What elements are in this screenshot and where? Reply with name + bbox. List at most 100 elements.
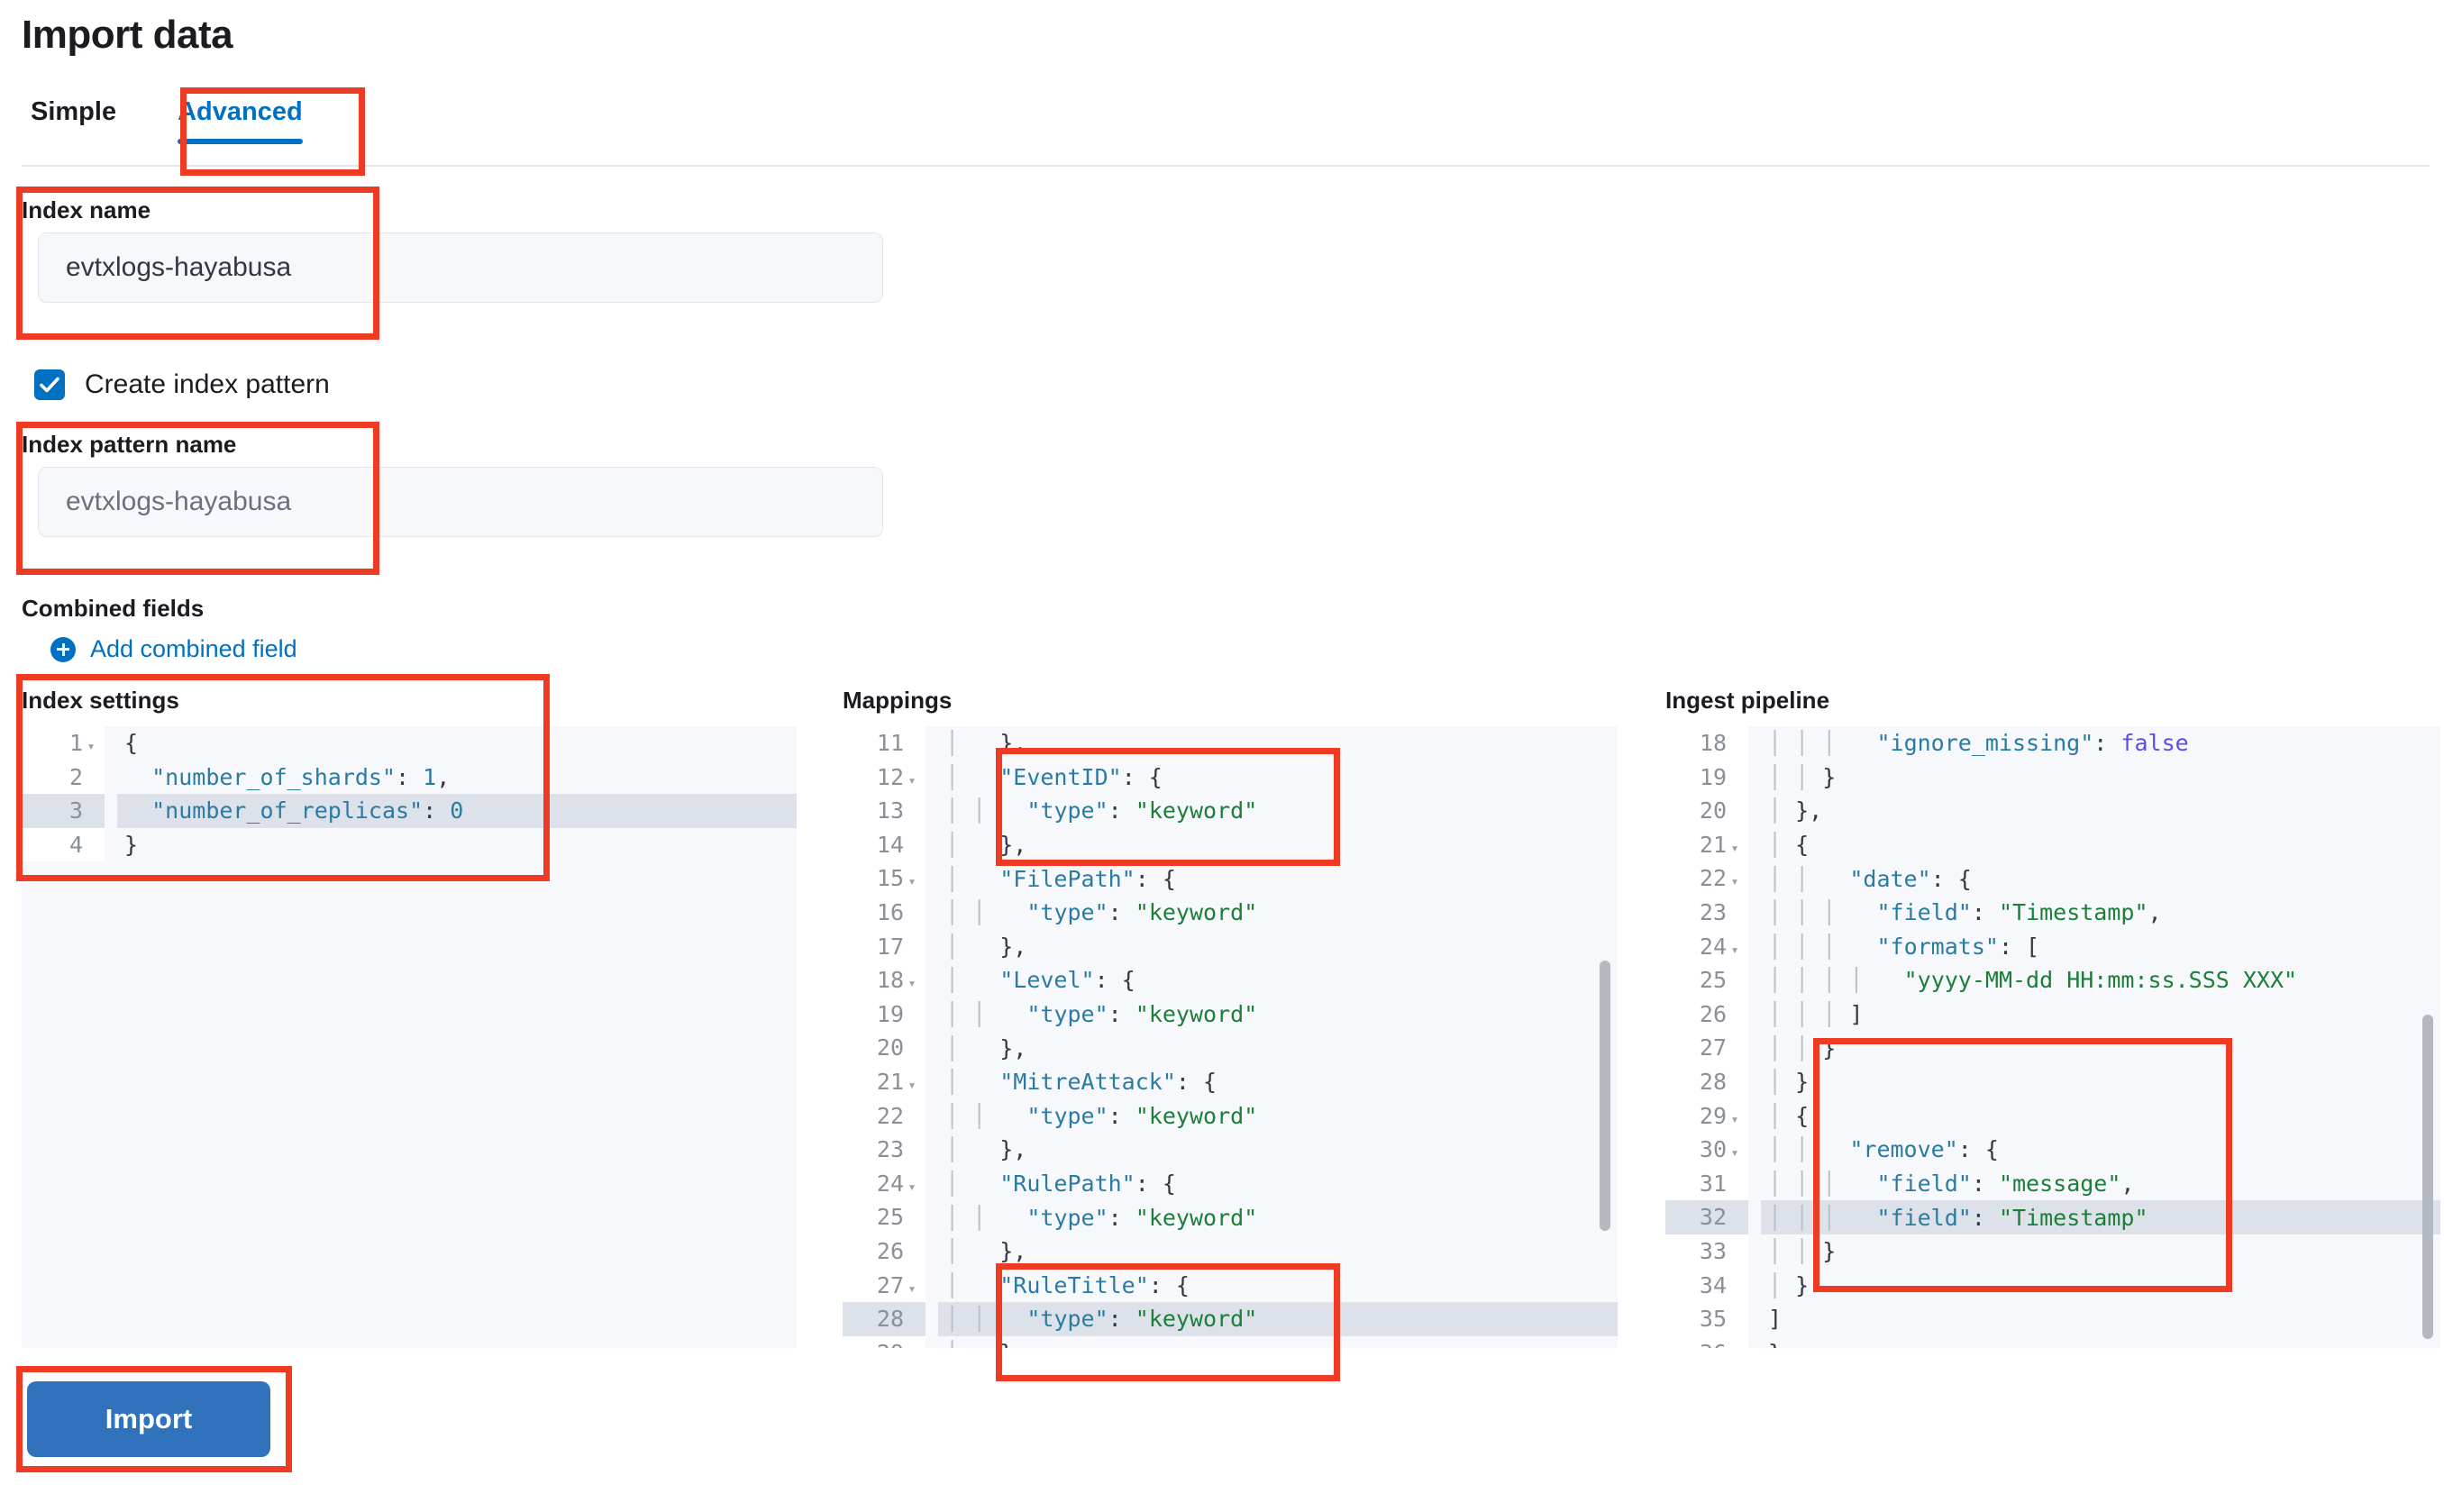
code-text: │ │ "type": "keyword" xyxy=(945,797,1258,824)
fold-toggle-icon[interactable]: ▾ xyxy=(907,1178,916,1195)
fold-toggle-icon[interactable]: ▾ xyxy=(907,1280,916,1297)
gutter-separator xyxy=(1748,1335,1761,1348)
code-line: 29│ }, xyxy=(843,1335,1618,1348)
index-settings-panel: Index settings 1▾{2 "number_of_shards": … xyxy=(22,687,797,1348)
code-text: │ { xyxy=(1768,832,1810,859)
fold-toggle-icon[interactable]: ▾ xyxy=(1730,941,1739,958)
code-line: 20│ }, xyxy=(843,1031,1618,1065)
code-line: 25│ │ │ │ "yyyy-MM-dd HH:mm:ss.SSS XXX" xyxy=(1665,963,2440,997)
index-settings-editor[interactable]: 1▾{2 "number_of_shards": 1,3 "number_of_… xyxy=(22,726,797,1348)
code-text: │ │ "type": "keyword" xyxy=(945,1306,1258,1333)
fold-toggle-icon[interactable]: ▾ xyxy=(1730,1144,1739,1161)
gutter-separator xyxy=(1748,1268,1761,1303)
code-line: 32│ │ │ "field": "Timestamp" xyxy=(1665,1200,2440,1234)
code-text: │ "EventID": { xyxy=(945,763,1163,790)
code-lines: 11│ },12▾│ "EventID": {13│ │ "type": "ke… xyxy=(843,726,1618,1348)
index-pattern-name-input[interactable]: evtxlogs-hayabusa xyxy=(38,467,883,537)
fold-toggle-icon[interactable]: ▾ xyxy=(1730,839,1739,856)
line-number: 33 xyxy=(1665,1234,1748,1269)
gutter-separator xyxy=(926,895,938,930)
line-number: 17 xyxy=(843,929,926,964)
gutter-separator xyxy=(1748,1133,1761,1167)
ingest-pipeline-scrollbar[interactable] xyxy=(2422,1015,2433,1339)
code-text: │ │ "remove": { xyxy=(1768,1136,1999,1163)
gutter-separator xyxy=(1748,1031,1761,1065)
checkmark-icon xyxy=(34,369,65,400)
code-text: } xyxy=(124,832,139,859)
line-number: 16 xyxy=(843,895,926,930)
line-number: 22 xyxy=(843,1098,926,1134)
code-text: │ │ "type": "keyword" xyxy=(945,899,1258,926)
code-line: 22 │ │ "type": "keyword" xyxy=(843,1098,1618,1134)
code-text: │ }, xyxy=(945,933,1027,960)
gutter-separator xyxy=(105,827,117,862)
index-name-input[interactable]: evtxlogs-hayabusa xyxy=(38,232,883,303)
line-number: 35 xyxy=(1665,1302,1748,1336)
index-settings-title: Index settings xyxy=(22,687,179,714)
gutter-separator xyxy=(926,827,938,862)
line-number: 21▾ xyxy=(1665,827,1748,862)
code-text: ] xyxy=(1768,1306,1783,1333)
fold-toggle-icon[interactable]: ▾ xyxy=(907,771,916,788)
line-number: 15▾ xyxy=(843,861,926,896)
add-combined-field-button[interactable]: Add combined field xyxy=(50,635,297,663)
gutter-separator xyxy=(1748,861,1761,896)
create-index-pattern-checkbox[interactable]: Create index pattern xyxy=(34,369,330,400)
code-text: │ │ │ "field": "message", xyxy=(1768,1170,2135,1198)
fold-toggle-icon[interactable]: ▾ xyxy=(87,738,96,754)
line-number: 11 xyxy=(843,726,926,761)
line-number: 29▾ xyxy=(1665,1098,1748,1134)
code-text: │ }, xyxy=(945,832,1027,859)
line-number: 32 xyxy=(1665,1200,1748,1234)
gutter-separator xyxy=(1748,997,1761,1032)
fold-toggle-icon[interactable]: ▾ xyxy=(1730,873,1739,890)
line-number: 14 xyxy=(843,827,926,862)
fold-toggle-icon[interactable]: ▾ xyxy=(907,1076,916,1093)
gutter-separator xyxy=(926,1302,938,1336)
code-line: 15▾│ "FilePath": { xyxy=(843,861,1618,896)
combined-fields-label: Combined fields xyxy=(22,595,205,622)
tab-simple[interactable]: Simple xyxy=(31,97,117,126)
code-line: 34│ } xyxy=(1665,1268,2440,1303)
line-number: 25 xyxy=(1665,963,1748,997)
code-text: │ "RuleTitle": { xyxy=(945,1271,1190,1298)
gutter-separator xyxy=(926,1064,938,1099)
tab-divider xyxy=(22,165,2430,167)
code-line: 23│ }, xyxy=(843,1133,1618,1167)
tab-advanced[interactable]: Advanced xyxy=(147,97,333,144)
mappings-editor[interactable]: 11│ },12▾│ "EventID": {13│ │ "type": "ke… xyxy=(843,726,1618,1348)
code-line: 26│ }, xyxy=(843,1234,1618,1269)
code-text: │ { xyxy=(1768,1102,1810,1129)
code-line: 18│ │ │ "ignore_missing": false xyxy=(1665,726,2440,761)
gutter-separator xyxy=(1748,1234,1761,1269)
gutter-separator xyxy=(1748,1166,1761,1201)
line-number: 21▾ xyxy=(843,1064,926,1099)
code-text: "number_of_replicas": 0 xyxy=(151,797,464,824)
ingest-pipeline-title: Ingest pipeline xyxy=(1665,687,1830,714)
gutter-separator xyxy=(1748,1064,1761,1099)
fold-toggle-icon[interactable]: ▾ xyxy=(907,975,916,992)
line-number: 24▾ xyxy=(1665,929,1748,964)
code-line: 24▾│ │ │ "formats": [ xyxy=(1665,929,2440,964)
import-button[interactable]: Import xyxy=(27,1381,270,1457)
line-number: 2 xyxy=(22,760,105,795)
mappings-scrollbar[interactable] xyxy=(1600,961,1610,1231)
code-text: │ "RulePath": { xyxy=(945,1170,1176,1198)
line-number: 23 xyxy=(1665,895,1748,930)
code-line: 33│ │ } xyxy=(1665,1234,2440,1269)
code-line: 20│ }, xyxy=(1665,794,2440,828)
gutter-separator xyxy=(1748,895,1761,930)
gutter-separator xyxy=(926,929,938,964)
fold-toggle-icon[interactable]: ▾ xyxy=(907,873,916,890)
plus-circle-icon xyxy=(50,636,76,662)
code-text: │ │ "type": "keyword" xyxy=(945,1102,1258,1129)
code-text: │ │ "type": "keyword" xyxy=(945,1001,1258,1028)
index-name-label: Index name xyxy=(22,196,151,223)
code-line: 17 │ }, xyxy=(843,929,1618,964)
code-text: │ "Level": { xyxy=(945,967,1135,994)
code-text: │ "MitreAttack": { xyxy=(945,1069,1217,1096)
fold-toggle-icon[interactable]: ▾ xyxy=(1730,1110,1739,1127)
